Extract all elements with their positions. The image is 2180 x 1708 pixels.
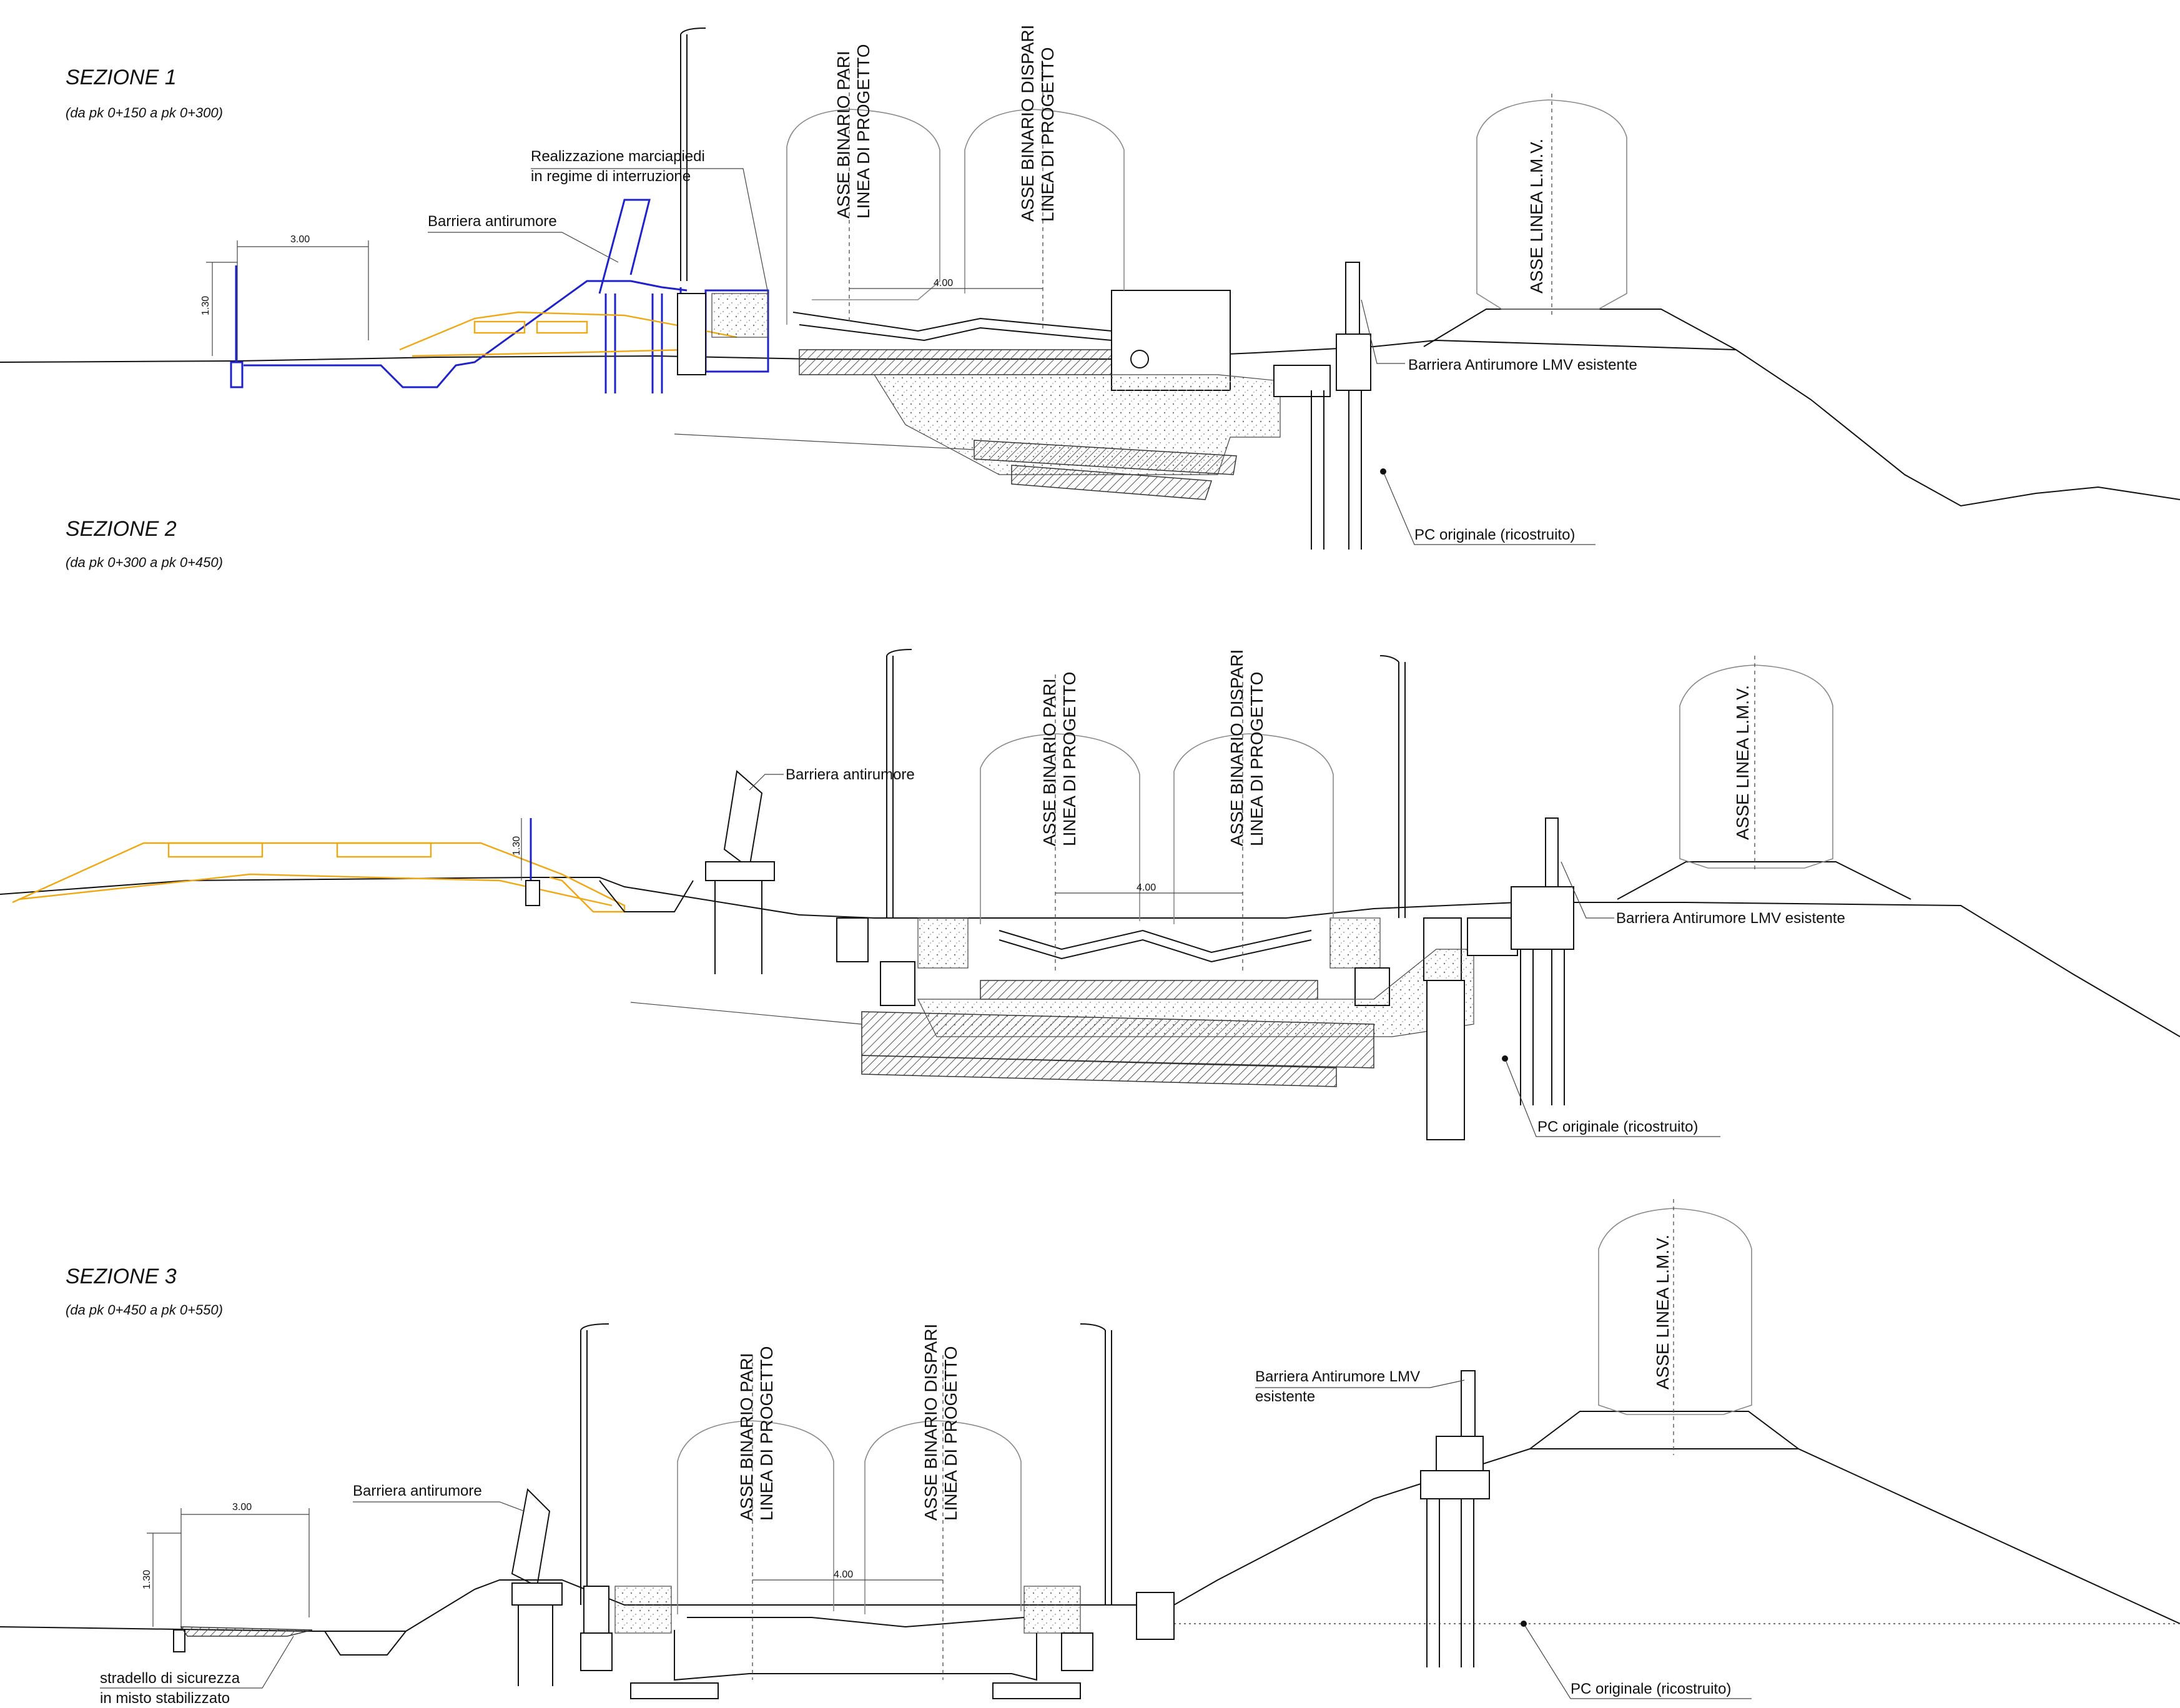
light-pole	[580, 1323, 609, 1605]
axis-lmv: ASSE LINEA L.M.V.	[1733, 685, 1752, 840]
noise-barrier	[511, 1488, 563, 1686]
gauge-lmv	[1679, 664, 1833, 869]
gauge-lmv	[1598, 1208, 1752, 1415]
section-2-range: (da pk 0+300 a pk 0+450)	[66, 555, 223, 570]
dim-track: 4.00	[834, 1569, 853, 1580]
stradello	[180, 1626, 313, 1637]
callout-marciapiedi-1: Realizzazione marciapiedi	[531, 148, 705, 165]
callout-barriera-lmv: Barriera Antirumore LMV esistente	[1616, 910, 1845, 927]
gauge-pari	[677, 1420, 834, 1614]
existing-works	[12, 842, 626, 913]
axis-dispari-1: ASSE BINARIO DISPARI	[1227, 649, 1246, 846]
dim-track: 4.00	[934, 278, 953, 289]
callout-barriera: Barriera antirumore	[786, 766, 915, 783]
section-1: SEZIONE 1 (da pk 0+150 a pk 0+300) 3.00 …	[0, 25, 2180, 550]
gauge-dispari	[1173, 733, 1334, 924]
section-3: SEZIONE 3 (da pk 0+450 a pk 0+550) 3.00 …	[0, 1199, 2180, 1707]
gauge-dispari	[864, 1420, 1022, 1614]
lmv-barrier	[1273, 262, 1371, 550]
callout-barriera-lmv-1: Barriera Antirumore LMV	[1255, 1368, 1420, 1385]
light-pole	[1379, 655, 1406, 918]
ground-profile	[0, 339, 2180, 507]
axis-pari-1: ASSE BINARIO PARI	[737, 1353, 756, 1521]
light-pole	[1080, 1323, 1112, 1605]
lmv-barrier	[1420, 1370, 1490, 1667]
section-3-title: SEZIONE 3	[66, 1265, 177, 1288]
axis-pari-2: LINEA DI PROGETTO	[854, 44, 873, 219]
section-1-range: (da pk 0+150 a pk 0+300)	[66, 105, 223, 121]
dim-width: 3.00	[290, 234, 310, 245]
light-pole	[886, 649, 912, 918]
axis-dispari-1: ASSE BINARIO DISPARI	[921, 1324, 940, 1521]
dim-height: 1.30	[511, 836, 522, 856]
callout-marciapiedi-2: in regime di interruzione	[531, 168, 691, 185]
gauge-pari	[786, 109, 940, 325]
dim-height: 1.30	[200, 296, 211, 315]
callout-stradello-2: in misto stabilizzato	[100, 1690, 230, 1707]
axis-pari-1: ASSE BINARIO PARI	[834, 51, 853, 219]
section-3-range: (da pk 0+450 a pk 0+550)	[66, 1302, 223, 1318]
section-2: SEZIONE 2 (da pk 0+300 a pk 0+450) 1.30	[0, 517, 2180, 1140]
callout-barriera-lmv-2: esistente	[1255, 1388, 1315, 1405]
dim-track: 4.00	[1137, 882, 1156, 893]
callout-barriera: Barriera antirumore	[428, 213, 557, 230]
gauge-dispari	[964, 109, 1125, 294]
axis-pari-2: LINEA DI PROGETTO	[1060, 671, 1079, 846]
section-1-title: SEZIONE 1	[66, 66, 177, 89]
callout-barriera: Barriera antirumore	[353, 1483, 482, 1499]
axis-pari-2: LINEA DI PROGETTO	[757, 1346, 776, 1521]
axis-dispari-2: LINEA DI PROGETTO	[1038, 47, 1057, 222]
lmv-embankment	[1423, 309, 1737, 350]
section-2-title: SEZIONE 2	[66, 517, 177, 541]
callout-pc: PC originale (ricostruito)	[1414, 526, 1575, 543]
lmv-barrier	[1426, 817, 1574, 1140]
callout-barriera-lmv: Barriera Antirumore LMV esistente	[1408, 357, 1637, 373]
gauge-pari	[980, 733, 1140, 924]
callout-pc: PC originale (ricostruito)	[1537, 1118, 1698, 1135]
axis-dispari-2: LINEA DI PROGETTO	[1247, 671, 1266, 846]
ground-profile	[0, 1448, 2180, 1632]
axis-lmv: ASSE LINEA L.M.V.	[1527, 139, 1546, 294]
noise-barrier	[705, 770, 775, 974]
dim-height: 1.30	[142, 1570, 152, 1589]
axis-pari-1: ASSE BINARIO PARI	[1040, 678, 1059, 846]
light-pole	[680, 27, 706, 281]
axis-dispari-2: LINEA DI PROGETTO	[941, 1346, 960, 1521]
ground-profile	[0, 877, 2180, 1037]
dim-width: 3.00	[232, 1502, 252, 1513]
callout-stradello-1: stradello di sicurezza	[100, 1670, 240, 1687]
axis-dispari-1: ASSE BINARIO DISPARI	[1018, 25, 1037, 222]
callout-pc: PC originale (ricostruito)	[1571, 1681, 1731, 1697]
gauge-lmv	[1476, 99, 1627, 310]
axis-lmv: ASSE LINEA L.M.V.	[1653, 1235, 1672, 1390]
